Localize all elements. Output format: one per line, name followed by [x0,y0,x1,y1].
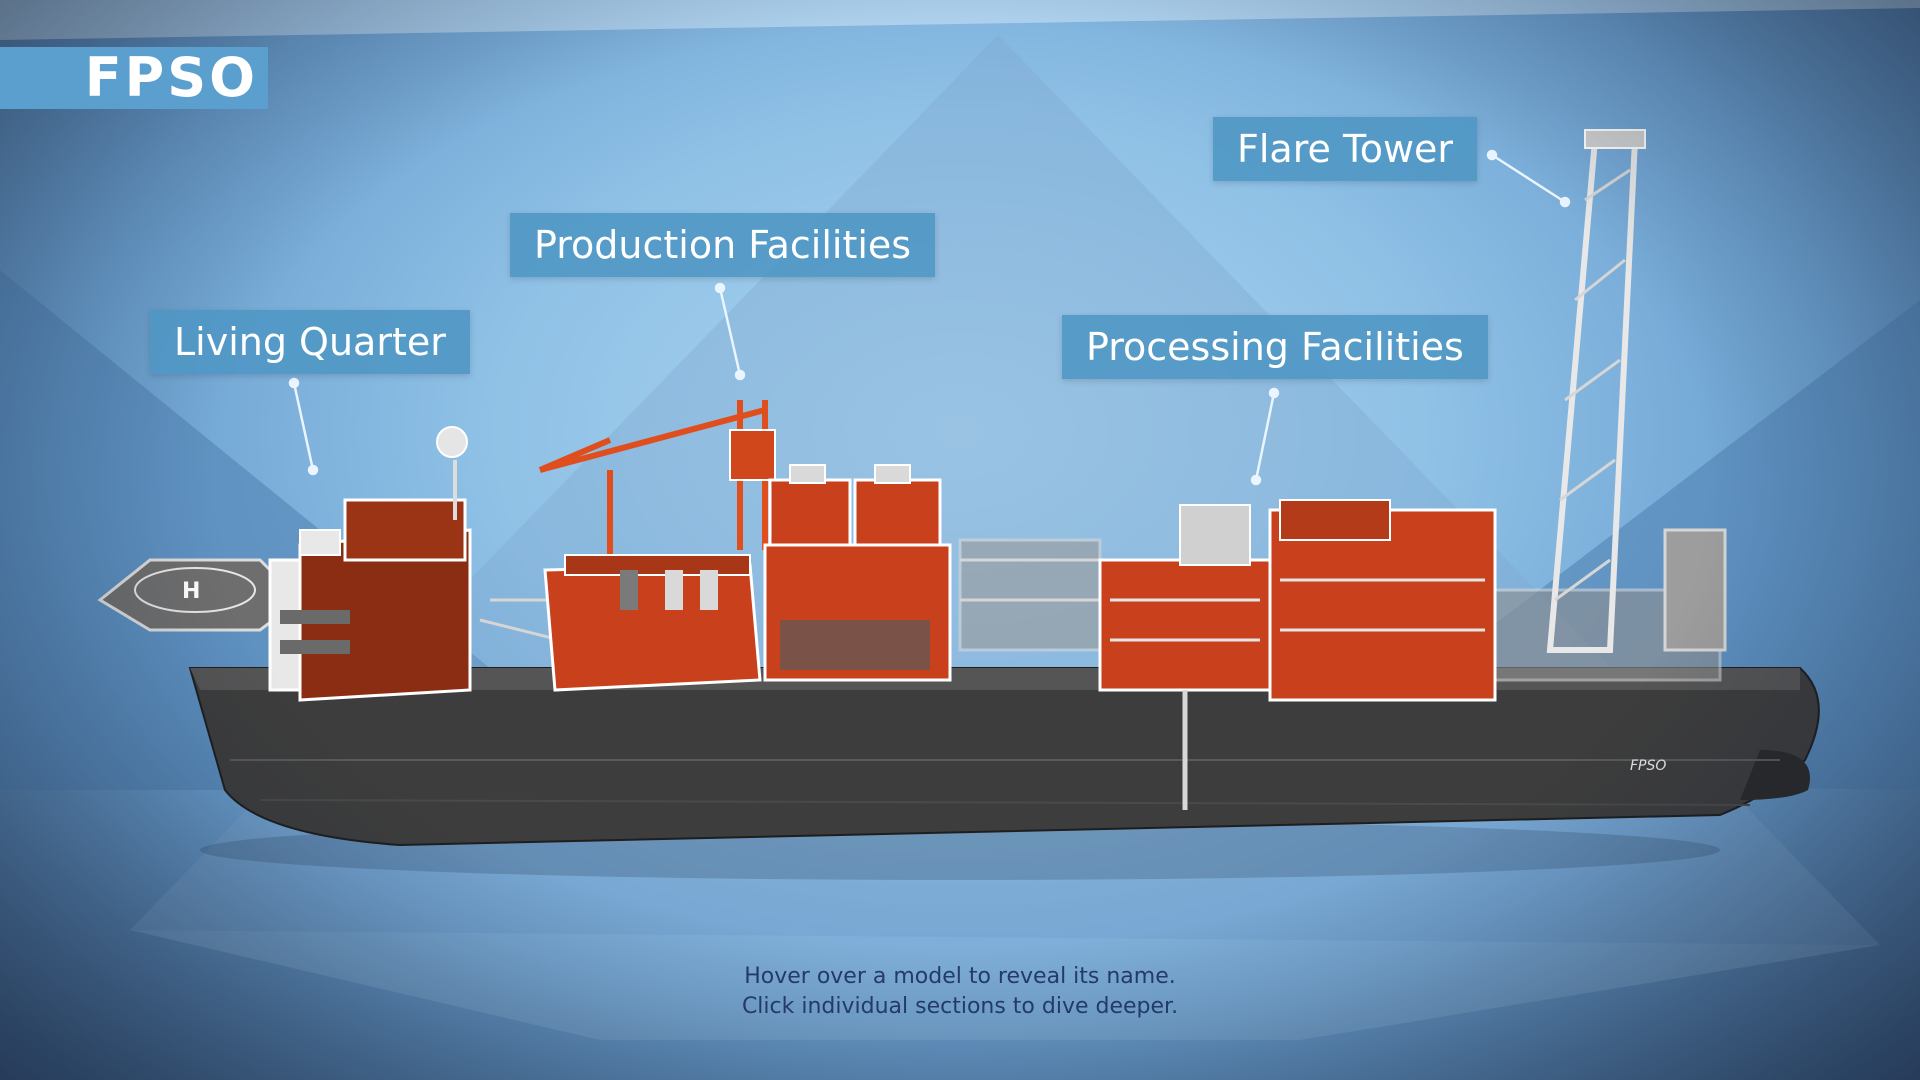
hint-text: Hover over a model to reveal its name. C… [0,962,1920,1022]
flare-tower-model[interactable] [1546,129,1646,653]
living-quarter-model[interactable] [268,426,472,702]
production-facilities-model[interactable] [538,400,952,692]
hint-line-1: Hover over a model to reveal its name. [744,964,1176,989]
hull-marking: FPSO [1630,758,1666,774]
production-facilities-label[interactable]: Production Facilities [510,213,936,277]
ship-hull[interactable]: FPSO [188,667,1820,847]
living-quarter-label[interactable]: Living Quarter [150,310,470,374]
hint-line-2: Click individual sections to dive deeper… [741,994,1179,1019]
processing-facilities-label[interactable]: Processing Facilities [1062,315,1488,379]
flare-tower-label[interactable]: Flare Tower [1213,117,1478,181]
helideck-marking: H [182,579,200,604]
app-title: FPSO [0,47,268,109]
